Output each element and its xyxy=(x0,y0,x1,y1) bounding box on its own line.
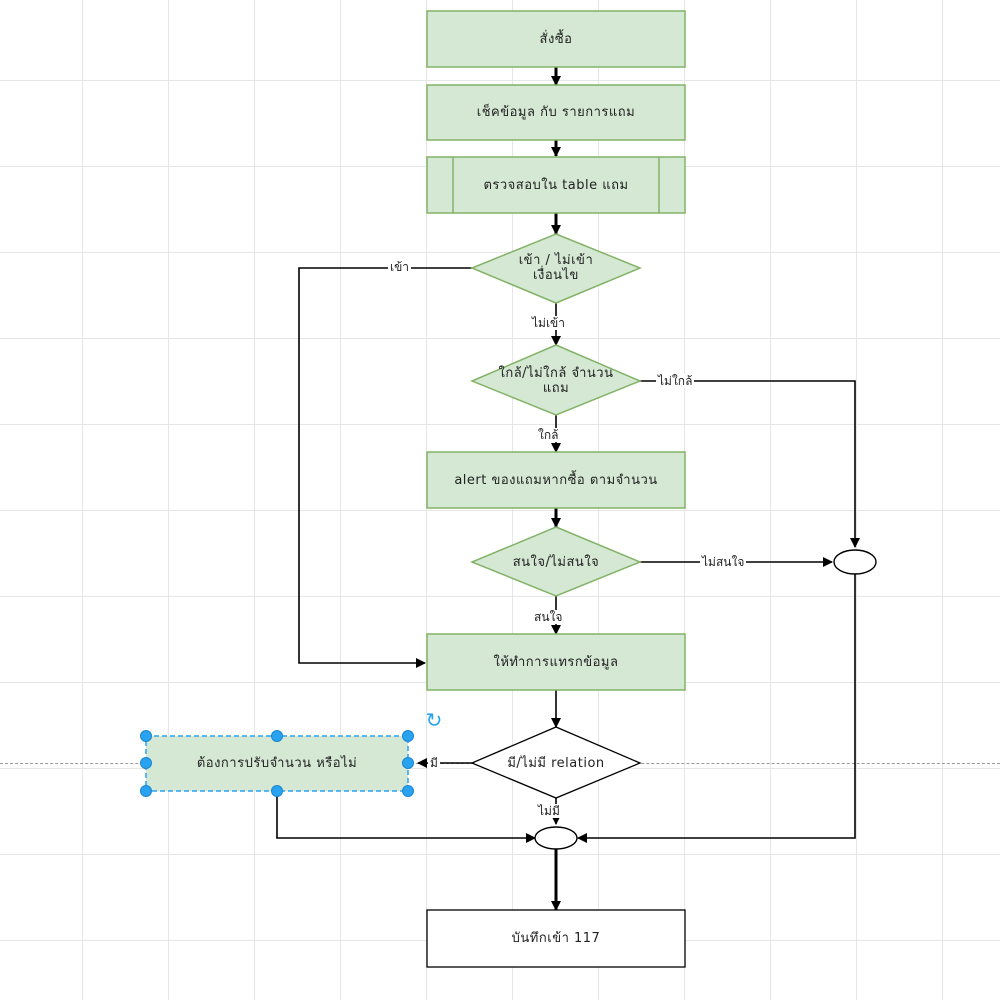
decision-near-label: ใกล้/ไม่ใกล้ จำนวนแถม xyxy=(498,366,614,396)
edge-label-enter: เข้า xyxy=(388,260,412,274)
node-order[interactable] xyxy=(426,10,686,68)
decision-relation-label: มี/ไม่มี relation xyxy=(507,755,605,771)
edge-label-not-has: ไม่มี xyxy=(536,804,562,818)
resize-handle-n[interactable] xyxy=(271,730,283,742)
edge-label-interested: สนใจ xyxy=(532,610,565,624)
decision-interested[interactable] xyxy=(470,526,642,597)
rotate-icon[interactable]: ↻ xyxy=(425,708,443,732)
edge-side-merge[interactable] xyxy=(276,791,536,843)
node-save[interactable] xyxy=(426,909,686,968)
merge-right[interactable] xyxy=(833,549,877,575)
edge-merge-right[interactable] xyxy=(577,574,856,843)
edge-label-not-interested: ไม่สนใจ xyxy=(700,555,747,569)
edge-label-not-enter: ไม่เข้า xyxy=(530,316,567,330)
node-insert-label: ให้ทำการแทรกข้อมูล xyxy=(493,654,619,670)
node-adjust-quantity[interactable] xyxy=(145,735,409,792)
decision-enter-label: เข้า / ไม่เข้า เงื่อนไข xyxy=(518,253,594,283)
resize-handle-e[interactable] xyxy=(402,757,414,769)
node-save-label: บันทึกเข้า 117 xyxy=(511,931,601,946)
edge-label-not-near: ไม่ใกล้ xyxy=(656,374,695,388)
node-check-table-label: ตรวจสอบใน table แถม xyxy=(483,177,629,193)
decision-interested-label: สนใจ/ไม่สนใจ xyxy=(512,554,600,570)
node-check-data[interactable] xyxy=(426,84,686,141)
node-order-label: สั่งซื้อ xyxy=(539,31,573,47)
decision-relation[interactable] xyxy=(470,726,642,799)
resize-handle-w[interactable] xyxy=(140,757,152,769)
resize-handle-se[interactable] xyxy=(402,785,414,797)
edge-label-has: มี xyxy=(428,756,440,770)
node-check-data-label: เช็คข้อมูล กับ รายการแถม xyxy=(476,105,636,120)
edge-d2-merge[interactable] xyxy=(640,380,860,548)
node-check-table[interactable] xyxy=(426,156,686,214)
decision-near[interactable] xyxy=(470,344,642,416)
node-adjust-quantity-label: ต้องการปรับจำนวน หรือไม่ xyxy=(196,756,358,771)
node-alert-label: alert ของแถมหากซื้อ ตามจำนวน xyxy=(454,472,658,488)
decision-enter[interactable] xyxy=(470,233,642,304)
resize-handle-sw[interactable] xyxy=(140,785,152,797)
merge-bottom[interactable] xyxy=(534,826,578,850)
resize-handle-s[interactable] xyxy=(271,785,283,797)
resize-handle-nw[interactable] xyxy=(140,730,152,742)
edge-d1-n5[interactable] xyxy=(298,267,472,668)
node-insert[interactable] xyxy=(426,633,686,691)
edge-label-near: ใกล้ xyxy=(536,428,561,442)
node-alert[interactable] xyxy=(426,451,686,509)
resize-handle-ne[interactable] xyxy=(402,730,414,742)
